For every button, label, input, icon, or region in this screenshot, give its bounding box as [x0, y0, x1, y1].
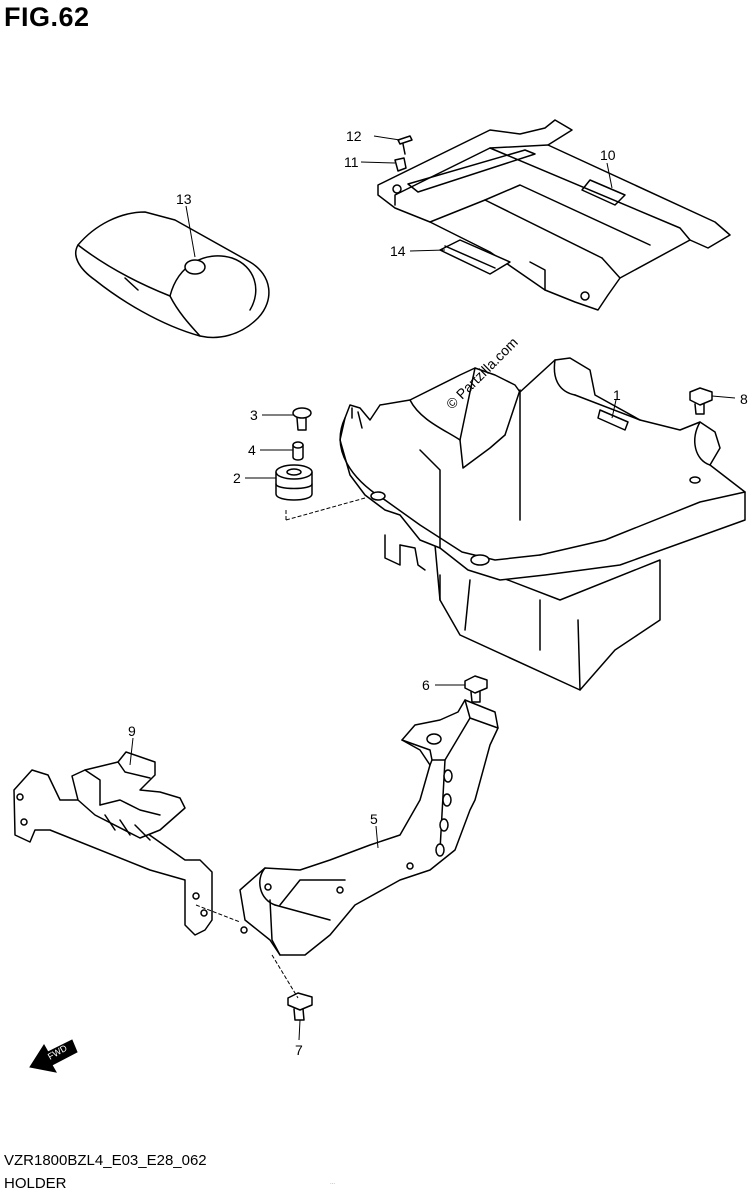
callout-1: 1	[613, 387, 621, 403]
callout-6: 6	[422, 677, 430, 693]
callout-12: 12	[346, 128, 362, 144]
callout-7: 7	[295, 1042, 303, 1058]
callout-2: 2	[233, 470, 241, 486]
fine-print: ...	[330, 1180, 336, 1186]
callout-9: 9	[128, 723, 136, 739]
diagram-name: HOLDER	[4, 1175, 67, 1192]
fwd-arrow-icon: FWD	[29, 1039, 78, 1073]
callouts: 13 12 11 10 14 1 8 3 4 2 6 5 9 7	[128, 128, 748, 1058]
part-5-bracket[interactable]	[239, 699, 499, 956]
part-4-collar[interactable]	[292, 441, 304, 461]
callout-14: 14	[390, 243, 406, 259]
part-7-bolt[interactable]	[287, 992, 313, 1021]
part-13-cover[interactable]	[74, 211, 270, 339]
callout-3: 3	[250, 407, 258, 423]
part-14-pad[interactable]	[439, 239, 511, 275]
figure-title: FIG.62	[4, 2, 90, 32]
part-1-holder[interactable]	[339, 357, 746, 691]
part-6-bolt[interactable]	[464, 675, 488, 703]
part-11-nut[interactable]	[394, 157, 407, 172]
callout-5: 5	[370, 811, 378, 827]
callout-10: 10	[600, 147, 616, 163]
part-9-plate[interactable]	[13, 751, 213, 936]
diagram-code: VZR1800BZL4_E03_E28_062	[4, 1152, 207, 1169]
callout-4: 4	[248, 442, 256, 458]
part-8-bolt[interactable]	[689, 387, 713, 415]
part-2-grommet[interactable]	[275, 464, 313, 501]
part-10-tray[interactable]	[377, 119, 731, 311]
part-12-screw[interactable]	[397, 135, 413, 155]
callout-11: 11	[344, 154, 359, 170]
part-3-screw[interactable]	[292, 407, 312, 431]
callout-13: 13	[176, 191, 192, 207]
leader-lines	[129, 135, 736, 1041]
callout-8: 8	[740, 391, 748, 407]
